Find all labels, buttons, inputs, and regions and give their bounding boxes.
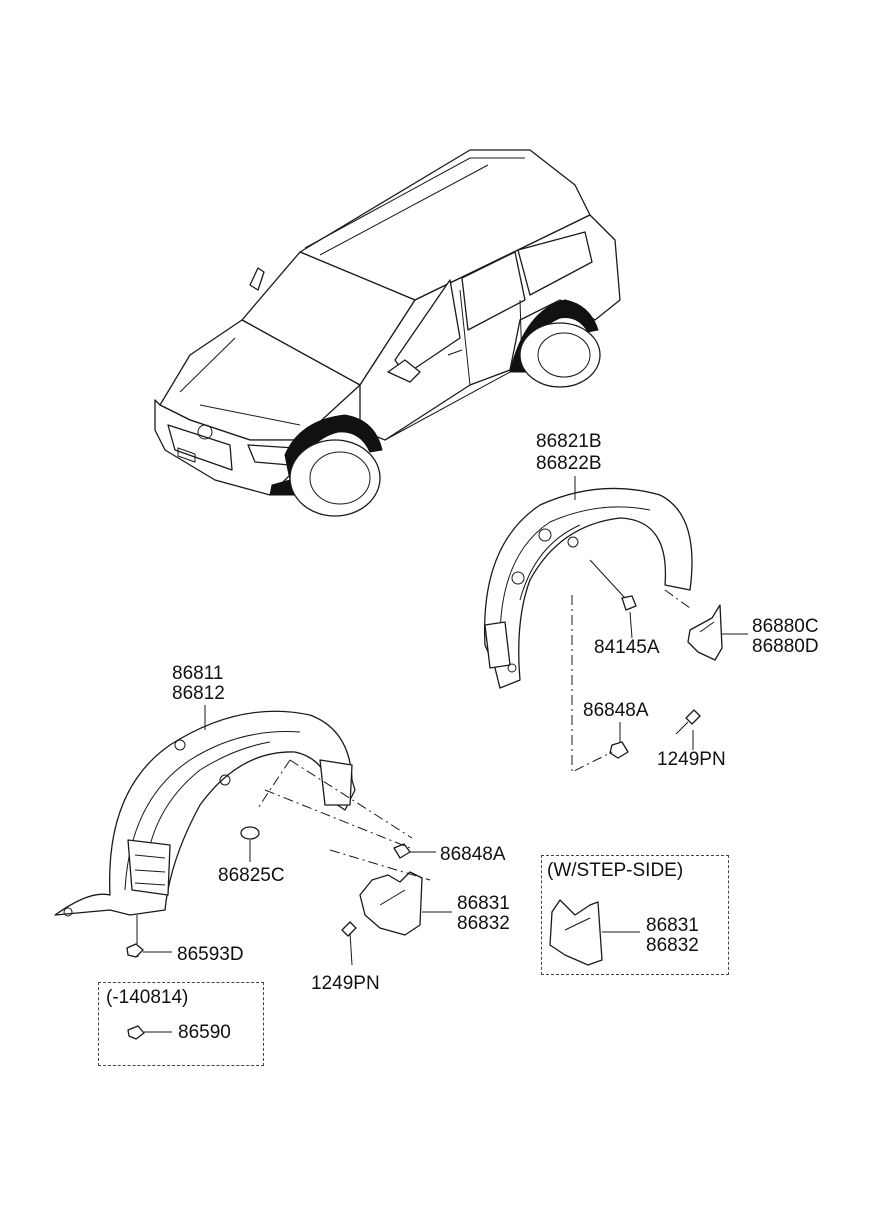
front-fastener-part	[126, 943, 144, 958]
step-side-mudguard-label-2: 86832	[646, 935, 699, 956]
step-side-mudguard-part	[549, 899, 603, 966]
front-mudguard-part	[359, 871, 423, 936]
rear-clip-part	[621, 595, 637, 611]
legacy-fastener-part	[127, 1025, 145, 1040]
rear-mudguard-label-1: 86880C	[752, 616, 819, 637]
rear-nut-label: 86848A	[583, 700, 649, 721]
front-mudguard-label-1: 86831	[457, 893, 510, 914]
step-side-mudguard-label-1: 86831	[646, 915, 699, 936]
rear-screw-label: 1249PN	[657, 749, 726, 770]
date-range-title: (-140814)	[106, 987, 189, 1008]
front-plug-label: 86825C	[218, 865, 285, 886]
rear-nut-part	[609, 741, 629, 759]
front-plug-part	[240, 826, 260, 840]
front-wheel-liner	[54, 710, 356, 917]
date-range-box	[98, 982, 264, 1066]
front-liner-label-1: 86811	[172, 663, 224, 684]
rear-liner-label-1: 86821B	[536, 431, 602, 452]
front-liner-label-2: 86812	[172, 683, 225, 704]
step-side-title: (W/STEP-SIDE)	[547, 860, 684, 881]
front-nut-label: 86848A	[440, 844, 506, 865]
front-mudguard-label-2: 86832	[457, 913, 510, 934]
vehicle-illustration	[154, 149, 621, 517]
step-side-box	[541, 855, 729, 975]
legacy-fastener-label: 86590	[178, 1022, 231, 1043]
rear-wheel-liner	[483, 487, 693, 689]
rear-mudguard-part	[687, 604, 723, 661]
front-fastener-label: 86593D	[177, 944, 244, 965]
rear-clip-label: 84145A	[594, 637, 660, 658]
rear-mudguard-label-2: 86880D	[752, 636, 819, 657]
rear-liner-label-2: 86822B	[536, 453, 602, 474]
rear-screw-part	[675, 709, 701, 735]
front-screw-part	[341, 921, 357, 966]
front-nut-part	[393, 843, 411, 859]
front-screw-label: 1249PN	[311, 973, 380, 994]
